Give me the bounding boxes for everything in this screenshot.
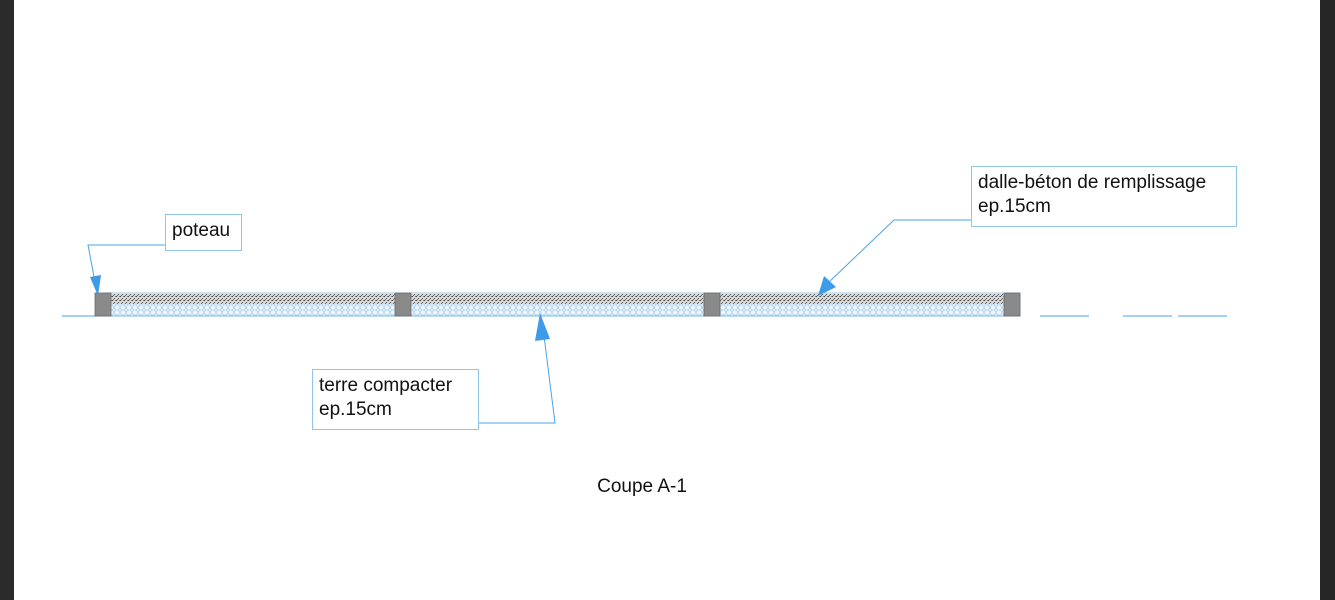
poteau-arrow bbox=[90, 275, 101, 296]
poteau-label: poteau bbox=[165, 214, 242, 251]
terre-label-line2: ep.15cm bbox=[319, 399, 392, 420]
dalle-arrow bbox=[818, 276, 836, 296]
dalle-label: dalle-béton de remplissage ep.15cm bbox=[971, 166, 1237, 227]
viewer-edge bbox=[1320, 0, 1335, 600]
earth-layer bbox=[103, 304, 1020, 316]
poteau-label-text: poteau bbox=[172, 220, 231, 241]
terre-leader bbox=[479, 327, 556, 424]
dalle-label-line2: ep.15cm bbox=[978, 196, 1051, 217]
column-1 bbox=[94, 292, 112, 317]
dalle-label-line1: dalle-béton de remplissage bbox=[978, 172, 1207, 193]
terre-arrow bbox=[535, 313, 550, 341]
column-3 bbox=[703, 292, 721, 317]
column-2 bbox=[394, 292, 412, 317]
poteau-leader bbox=[87, 244, 166, 283]
slab-layer bbox=[103, 294, 1020, 304]
column-4 bbox=[1003, 292, 1021, 317]
dalle-leader bbox=[827, 219, 972, 284]
section-title: Coupe A-1 bbox=[597, 476, 687, 497]
terre-label: terre compacter ep.15cm bbox=[312, 369, 479, 430]
terre-label-line1: terre compacter bbox=[319, 375, 453, 396]
